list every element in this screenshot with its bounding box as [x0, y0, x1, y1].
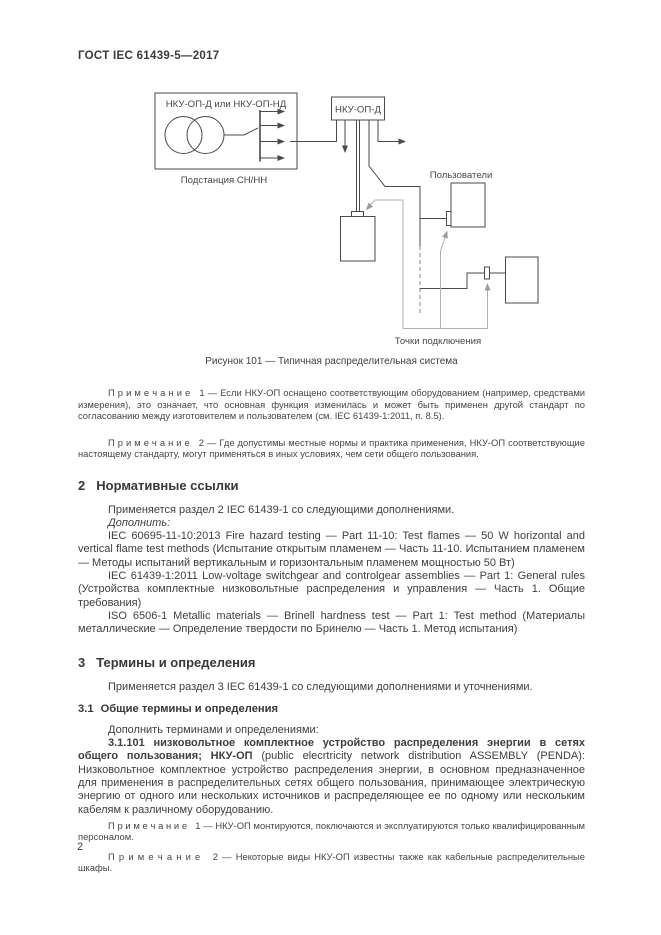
term-text: (public elecrtricity network distributio…: [78, 750, 585, 816]
figure-101-diagram: НКУ-ОП-Д или НКУ-ОП-НД Подстанция СН/НН …: [154, 92, 539, 347]
section-2-amend-instruction: Дополнить:: [108, 516, 171, 529]
cable-from-substation: [297, 120, 337, 142]
term-note-2: П р и м е ч а н и е 2 — Некоторые виды Н…: [78, 850, 585, 874]
section-3-number: 3: [78, 655, 86, 671]
term-number: 3.1.101: [108, 737, 154, 750]
figure-caption: Рисунок 101 — Типичная распределительная…: [205, 356, 458, 367]
figure-note-1: П р и м е ч а н и е 1 — Если НКУ-ОП осна…: [78, 387, 585, 421]
reference-iec-60695: IEC 60695-11-10:2013 Fire hazard testing…: [78, 530, 585, 569]
assembly-box-label: НКУ-ОП-Д: [335, 105, 381, 116]
section-3-1-number: 3.1: [78, 702, 94, 715]
substation-group: [154, 92, 298, 170]
user-box-2-group: [419, 256, 539, 304]
document-header: ГОСТ IEC 61439-5—2017: [78, 50, 220, 62]
user-box-2: [505, 256, 539, 304]
section-2-heading: 2 Нормативные ссылки: [78, 478, 585, 493]
distribution-cable: [368, 120, 421, 246]
section-2-title: Нормативные ссылки: [96, 477, 239, 493]
term-name: низковольтное комплектное устройство рас…: [78, 737, 585, 763]
section-3-heading: 3 Термины и определения: [78, 655, 585, 670]
transformer-icon: [164, 116, 203, 154]
users-label: Пользователи: [430, 170, 493, 181]
switch-icon: [243, 127, 259, 136]
assembly-box: [331, 96, 385, 121]
section-3-amend-instruction: Дополнить терминами и определениями:: [108, 723, 319, 736]
figure-note-2: П р и м е ч а н и е 2 — Где допустимы ме…: [78, 436, 585, 460]
section-3-title: Термины и определения: [96, 655, 256, 671]
connection-points-leaders: [365, 199, 491, 329]
assembly-group: [297, 96, 421, 313]
outgoing-feeder-right: [377, 120, 406, 145]
connection-point-a: [351, 211, 364, 217]
substation-box-label: НКУ-ОП-Д или НКУ-ОП-НД: [166, 99, 287, 110]
document-body: Рисунок 101 — Типичная распределительная…: [78, 356, 585, 874]
term-definition-3-1-101: 3.1.101 низковольтное комплектное устрой…: [78, 737, 585, 817]
transformer-icon: [186, 116, 225, 154]
reference-iso-6506-1: ISO 6506-1 Metallic materials — Brinell …: [78, 609, 585, 636]
substation-box: [154, 92, 298, 170]
section-3-1-heading: 3.1 Общие термины и определения: [78, 703, 585, 716]
section-3-intro: Применяется раздел 3 IEC 61439-1 со след…: [108, 681, 533, 694]
connection-points-label: Точки подключения: [395, 336, 481, 347]
substation-caption-label: Подстанция СН/НН: [181, 175, 267, 186]
section-2-intro: Применяется раздел 2 IEC 61439-1 со след…: [108, 503, 455, 516]
double-cable: [356, 120, 360, 212]
connection-point-2: [484, 266, 490, 280]
user-box-1: [450, 182, 486, 228]
feeder-arrows: [260, 108, 285, 161]
distribution-box: [340, 216, 376, 262]
distribution-box-group: [340, 211, 376, 262]
section-2-number: 2: [78, 477, 86, 493]
page-number: 2: [77, 841, 84, 853]
connection-point-1: [446, 211, 452, 226]
reference-iec-61439-1: IEC 61439-1:2011 Low-voltage switchgear …: [78, 569, 585, 609]
user-box-1-group: [420, 182, 486, 228]
section-3-1-title: Общие термины и определения: [100, 702, 279, 715]
term-note-1: П р и м е ч а н и е 1 — НКУ-ОП монтируют…: [78, 819, 585, 843]
